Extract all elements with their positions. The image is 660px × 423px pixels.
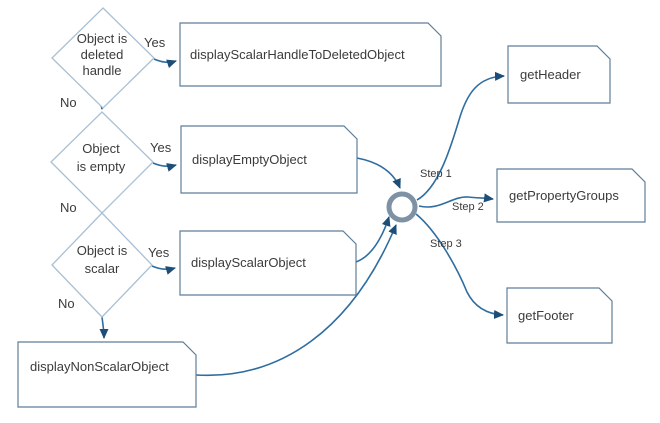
edge-display-empty-object-to-junction bbox=[356, 157, 401, 189]
process-display-empty-object: displayEmptyObject bbox=[180, 125, 358, 194]
process-label: displayNonScalarObject bbox=[30, 359, 169, 374]
no-branch-label: No bbox=[60, 200, 77, 215]
decision-object-is-empty: Object is empty Yes No bbox=[50, 111, 172, 215]
process-box bbox=[496, 168, 646, 223]
edge-deleted-handle-yes bbox=[153, 58, 177, 69]
decision-label-line: Object bbox=[82, 141, 120, 156]
no-branch-label: No bbox=[60, 95, 77, 110]
decision-label-line: handle bbox=[82, 63, 121, 78]
process-get-footer: getFooter bbox=[506, 287, 613, 344]
yes-branch-label: Yes bbox=[150, 140, 172, 155]
edge-is-scalar-yes bbox=[151, 265, 176, 275]
edge-display-non-scalar-object-to-junction bbox=[195, 224, 397, 377]
decision-label-line: is empty bbox=[77, 159, 126, 174]
step-label-3: Step 3 bbox=[430, 238, 462, 250]
process-box bbox=[506, 287, 613, 344]
process-label: displayScalarHandleToDeletedObject bbox=[190, 47, 405, 62]
process-label: displayScalarObject bbox=[191, 255, 306, 270]
junction-circle bbox=[386, 191, 418, 223]
process-display-scalar-handle-to-deleted-object: displayScalarHandleToDeletedObject bbox=[179, 22, 442, 87]
decision-label-line: deleted bbox=[81, 47, 124, 62]
step-label-1: Step 1 bbox=[420, 168, 452, 180]
edge-junction-to-get-footer bbox=[415, 213, 504, 319]
decision-object-is-deleted-handle: Object is deleted handle Yes No bbox=[51, 7, 166, 110]
yes-branch-label: Yes bbox=[144, 35, 166, 50]
process-box bbox=[507, 45, 611, 104]
process-get-header: getHeader bbox=[507, 45, 611, 104]
decision-label-line: Object is bbox=[77, 243, 128, 258]
edge-junction-to-get-header bbox=[416, 71, 505, 201]
process-box bbox=[180, 125, 358, 194]
process-box bbox=[179, 22, 442, 87]
process-display-non-scalar-object: displayNonScalarObject bbox=[17, 341, 197, 408]
decision-diamond bbox=[51, 7, 155, 109]
decision-label-line: scalar bbox=[85, 261, 120, 276]
edge-junction-to-get-property-groups bbox=[418, 193, 494, 208]
decision-object-is-scalar: Object is scalar Yes No bbox=[51, 212, 170, 318]
yes-branch-label: Yes bbox=[148, 245, 170, 260]
edge-is-empty-yes bbox=[152, 162, 177, 172]
process-get-property-groups: getPropertyGroups bbox=[496, 168, 646, 223]
process-label: displayEmptyObject bbox=[192, 152, 307, 167]
process-box bbox=[17, 341, 197, 408]
process-label: getHeader bbox=[520, 67, 581, 82]
edge-is-scalar-no bbox=[99, 316, 109, 339]
process-label: getFooter bbox=[518, 308, 574, 323]
process-label: getPropertyGroups bbox=[509, 188, 619, 203]
decision-diamond bbox=[51, 212, 153, 318]
process-box bbox=[179, 230, 357, 296]
edge-display-scalar-object-to-junction bbox=[355, 216, 391, 263]
step-label-2: Step 2 bbox=[452, 201, 484, 213]
process-display-scalar-object: displayScalarObject bbox=[179, 230, 357, 296]
no-branch-label: No bbox=[58, 296, 75, 311]
decision-label-line: Object is bbox=[77, 31, 128, 46]
